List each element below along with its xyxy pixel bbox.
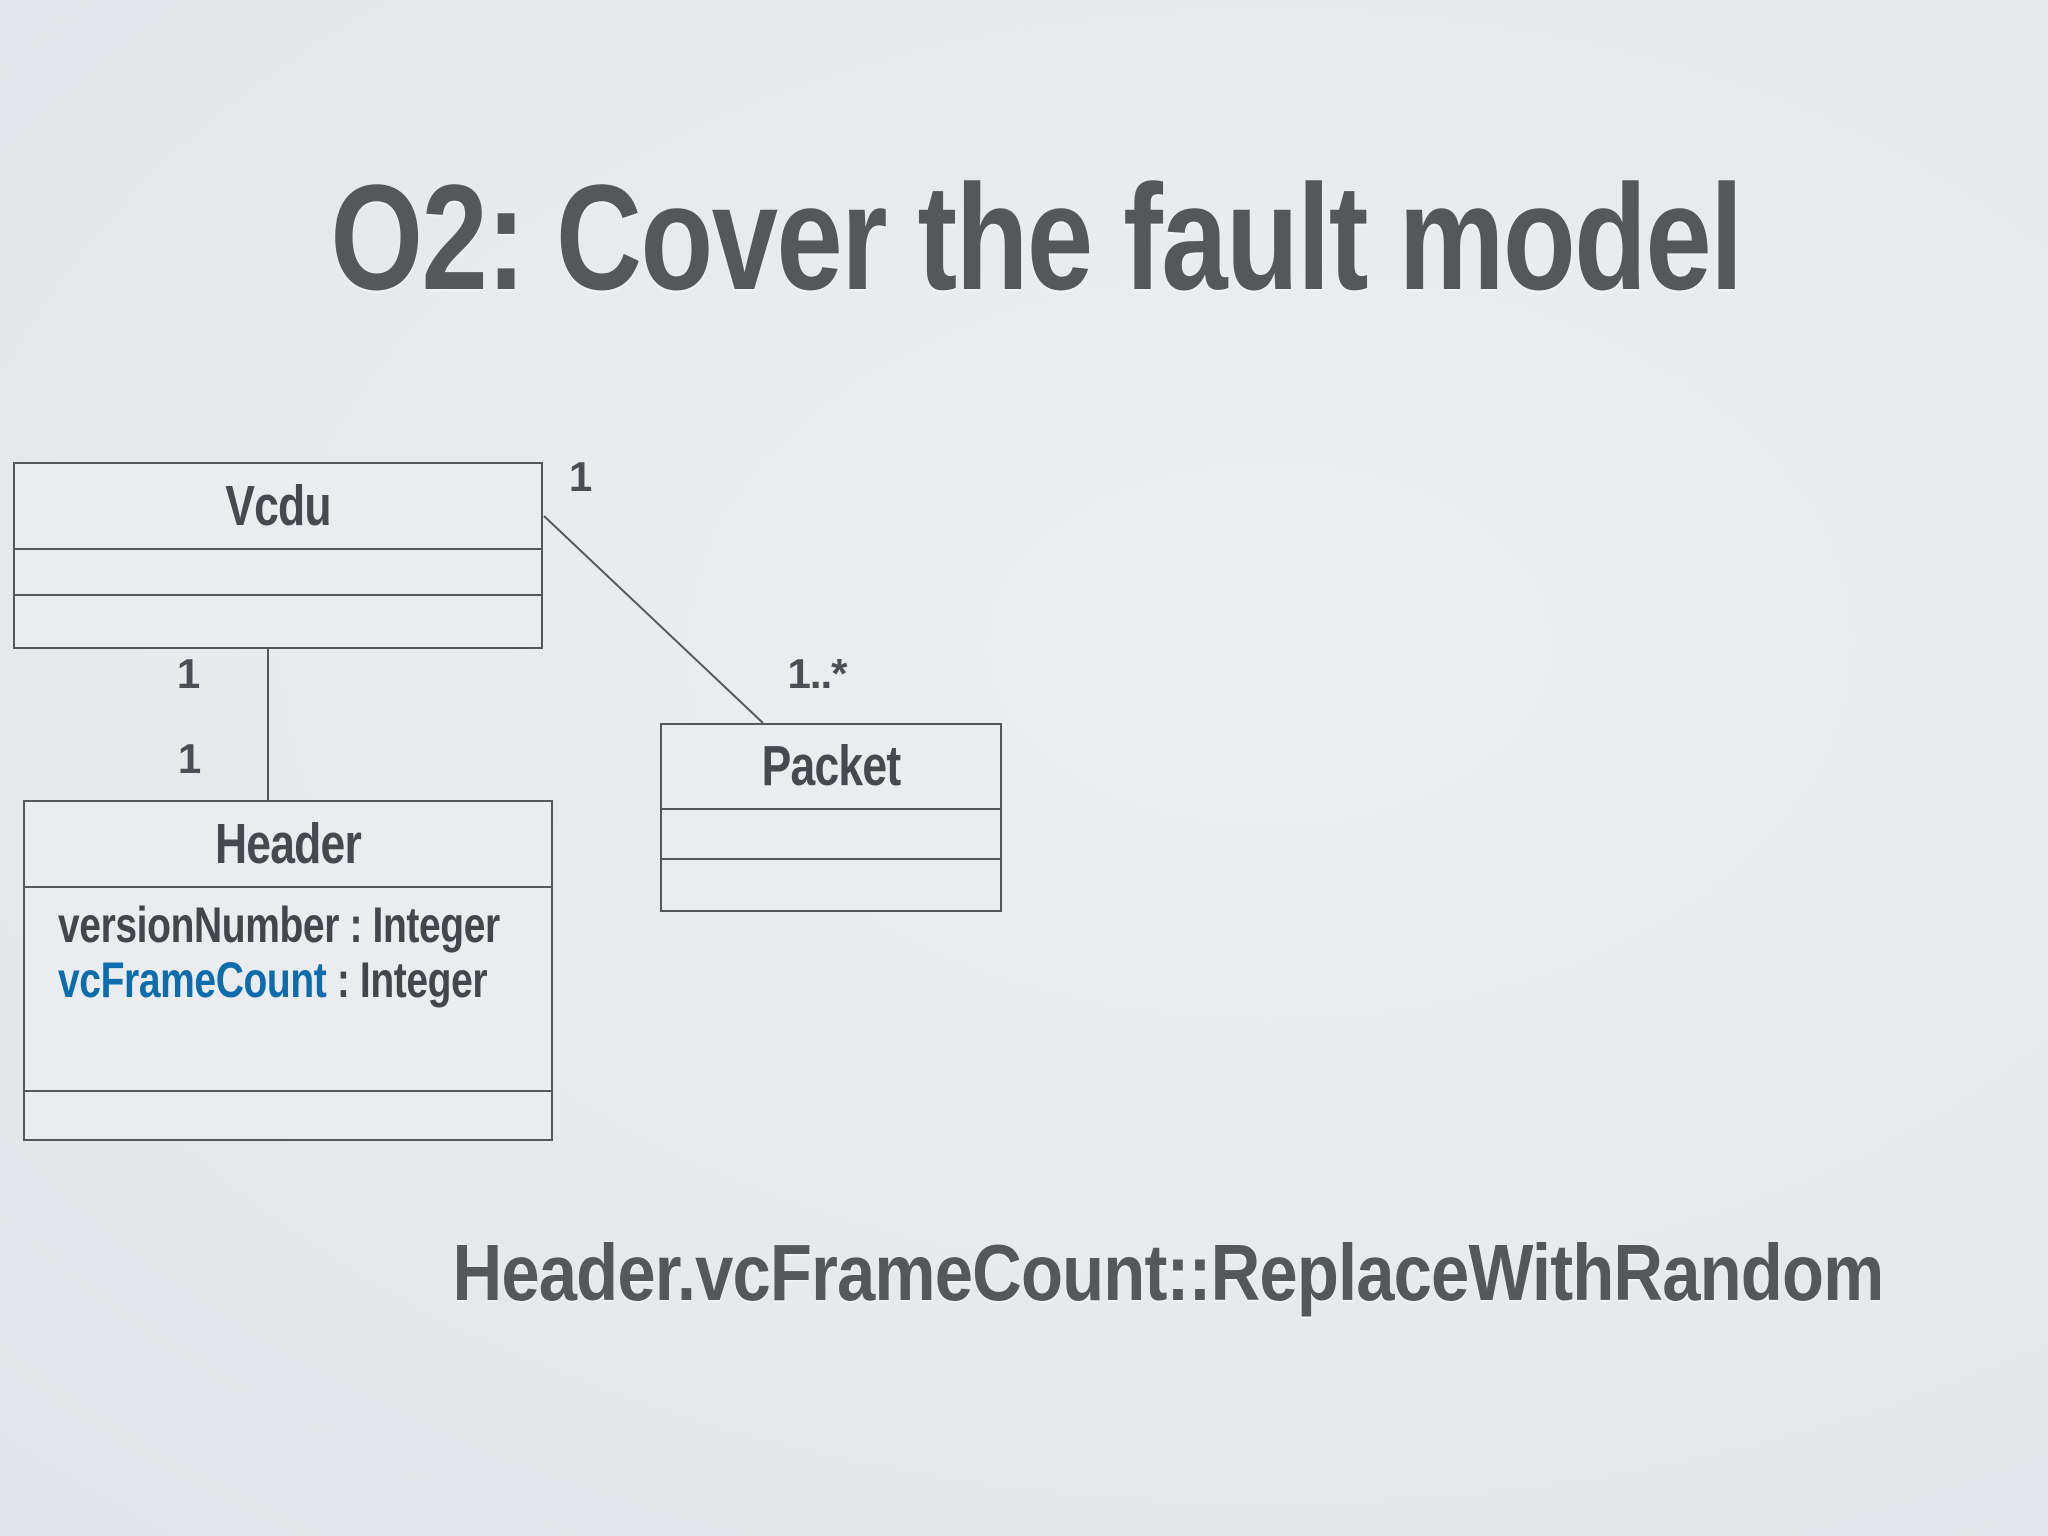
uml-class-packet-operations-compartment xyxy=(662,858,1000,910)
multiplicity-vcdu-to-header-target: 1 xyxy=(177,735,201,782)
uml-class-header-name: Header xyxy=(214,812,362,876)
multiplicity-vcdu-to-packet-target: 1..* xyxy=(787,650,847,697)
slide-title: O2: Cover the fault model xyxy=(330,153,1743,321)
uml-class-header-operations-compartment xyxy=(25,1090,551,1139)
uml-class-vcdu-attributes-compartment xyxy=(15,548,541,594)
attribute-vc-frame-count-type: : Integer xyxy=(326,952,488,1008)
multiplicity-vcdu-to-header-source: 1 xyxy=(176,650,200,697)
uml-class-vcdu: Vcdu xyxy=(13,462,543,649)
attribute-version-number: versionNumber : Integer xyxy=(58,898,551,953)
attribute-vc-frame-count-name: vcFrameCount xyxy=(58,952,327,1008)
association-vcdu-packet-line xyxy=(543,515,764,724)
attribute-vc-frame-count: vcFrameCount : Integer xyxy=(58,953,551,1008)
fault-model-caption: Header.vcFrameCount::ReplaceWithRandom xyxy=(452,1228,1885,1317)
uml-class-packet-name: Packet xyxy=(761,734,901,798)
uml-class-vcdu-operations-compartment xyxy=(15,594,541,647)
uml-class-vcdu-name: Vcdu xyxy=(225,474,331,538)
attribute-version-number-text: versionNumber : Integer xyxy=(58,897,500,953)
multiplicity-vcdu-to-packet-source: 1 xyxy=(568,453,592,500)
uml-class-header-attributes-compartment: versionNumber : Integer vcFrameCount : I… xyxy=(25,886,551,1090)
uml-class-packet: Packet xyxy=(660,723,1002,912)
uml-class-header: Header versionNumber : Integer vcFrameCo… xyxy=(23,800,553,1141)
uml-class-packet-attributes-compartment xyxy=(662,808,1000,858)
